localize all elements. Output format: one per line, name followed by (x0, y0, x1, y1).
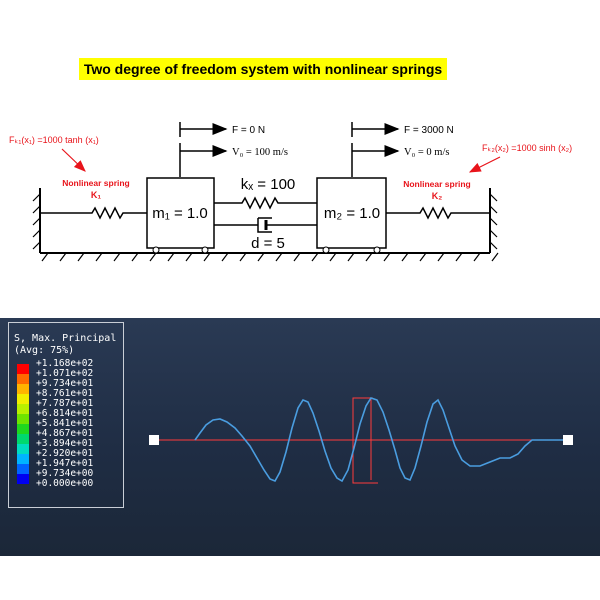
legend-color-bar (17, 364, 29, 484)
legend-swatch (17, 444, 29, 454)
legend-swatch (17, 384, 29, 394)
spring-1-symbol: K₁ (91, 190, 101, 200)
spring-2-pointer-arrow (468, 156, 501, 173)
legend-value: +2.920e+01 (36, 448, 94, 459)
damper-label: d = 5 (251, 235, 285, 252)
legend-title-line-1: S, Max. Principal (14, 333, 117, 344)
mass-1-force-arrow (179, 122, 228, 137)
spring-1-equation: Fₖ₁(x₁) =1000 tanh (x₁) (9, 135, 99, 145)
legend-value: +7.787e+01 (36, 398, 94, 409)
spring-2-title: Nonlinear spring (403, 179, 471, 189)
mass-2-velocity-label: V₀ = 0 m/s (404, 147, 449, 158)
deformed-model (149, 397, 573, 484)
mass-marker-box (352, 397, 378, 484)
mass-2-force-label: F = 3000 N (404, 125, 454, 136)
spring-k2 (386, 206, 490, 220)
mass-1-velocity-arrow (179, 143, 228, 177)
legend-value: +5.841e+01 (36, 418, 94, 429)
legend-swatch (17, 364, 29, 374)
mass-1-velocity-label: V₀ = 100 m/s (232, 147, 288, 158)
simulation-viewport[interactable]: S, Max. Principal (Avg: 75%) +1.168e+02+… (0, 318, 600, 556)
legend-swatch (17, 424, 29, 434)
legend-value: +3.894e+01 (36, 438, 94, 449)
legend-value: +0.000e+00 (36, 478, 94, 489)
left-wall (32, 188, 41, 253)
legend-value: +8.761e+01 (36, 388, 94, 399)
legend-swatch (17, 394, 29, 404)
damper (214, 217, 317, 233)
mass-1-block (146, 177, 215, 254)
legend-value: +1.168e+02 (36, 358, 94, 369)
legend-swatch (17, 434, 29, 444)
legend-swatch (17, 464, 29, 474)
legend-value: +1.947e+01 (36, 458, 94, 469)
diagram-title: Two degree of freedom system with nonlin… (79, 58, 447, 80)
legend-title: S, Max. Principal (Avg: 75%) (14, 333, 116, 357)
mass-1-label: m₁ = 1.0 (152, 205, 208, 222)
legend-swatch (17, 414, 29, 424)
legend-value: +9.734e+00 (36, 468, 94, 479)
spring-k1 (40, 206, 147, 220)
legend-swatch (17, 454, 29, 464)
mass-2-force-arrow (351, 122, 400, 137)
spring-1-title: Nonlinear spring (62, 178, 130, 188)
legend-value: +9.734e+01 (36, 378, 94, 389)
legend-title-line-2: (Avg: 75%) (14, 345, 75, 356)
coupling-spring (214, 196, 317, 210)
left-node[interactable] (149, 435, 159, 445)
legend-value: +6.814e+01 (36, 408, 94, 419)
ground (40, 252, 499, 262)
right-wall (489, 188, 498, 253)
mass-2-block (316, 177, 387, 254)
spring-2-equation: Fₖ₂(x₂) =1000 sinh (x₂) (482, 143, 572, 153)
spring-2-symbol: K₂ (432, 191, 443, 201)
wave-curve (194, 397, 568, 483)
legend-value: +4.867e+01 (36, 428, 94, 439)
legend-swatch (17, 404, 29, 414)
spring-1-pointer-arrow (61, 148, 86, 172)
legend-swatch (17, 474, 29, 484)
stress-legend: S, Max. Principal (Avg: 75%) +1.168e+02+… (8, 322, 124, 508)
legend-swatch (17, 374, 29, 384)
coupling-spring-label: kₓ = 100 (241, 176, 296, 193)
spring-mass-diagram: m₁ = 1.0 kₓ = 100 d = 5 m₂ = 1.0 F = 0 N… (9, 122, 572, 262)
right-node[interactable] (563, 435, 573, 445)
legend-value: +1.071e+02 (36, 368, 94, 379)
mass-2-label: m₂ = 1.0 (324, 205, 380, 222)
mass-2-velocity-arrow (351, 143, 400, 177)
mass-1-force-label: F = 0 N (232, 125, 265, 136)
